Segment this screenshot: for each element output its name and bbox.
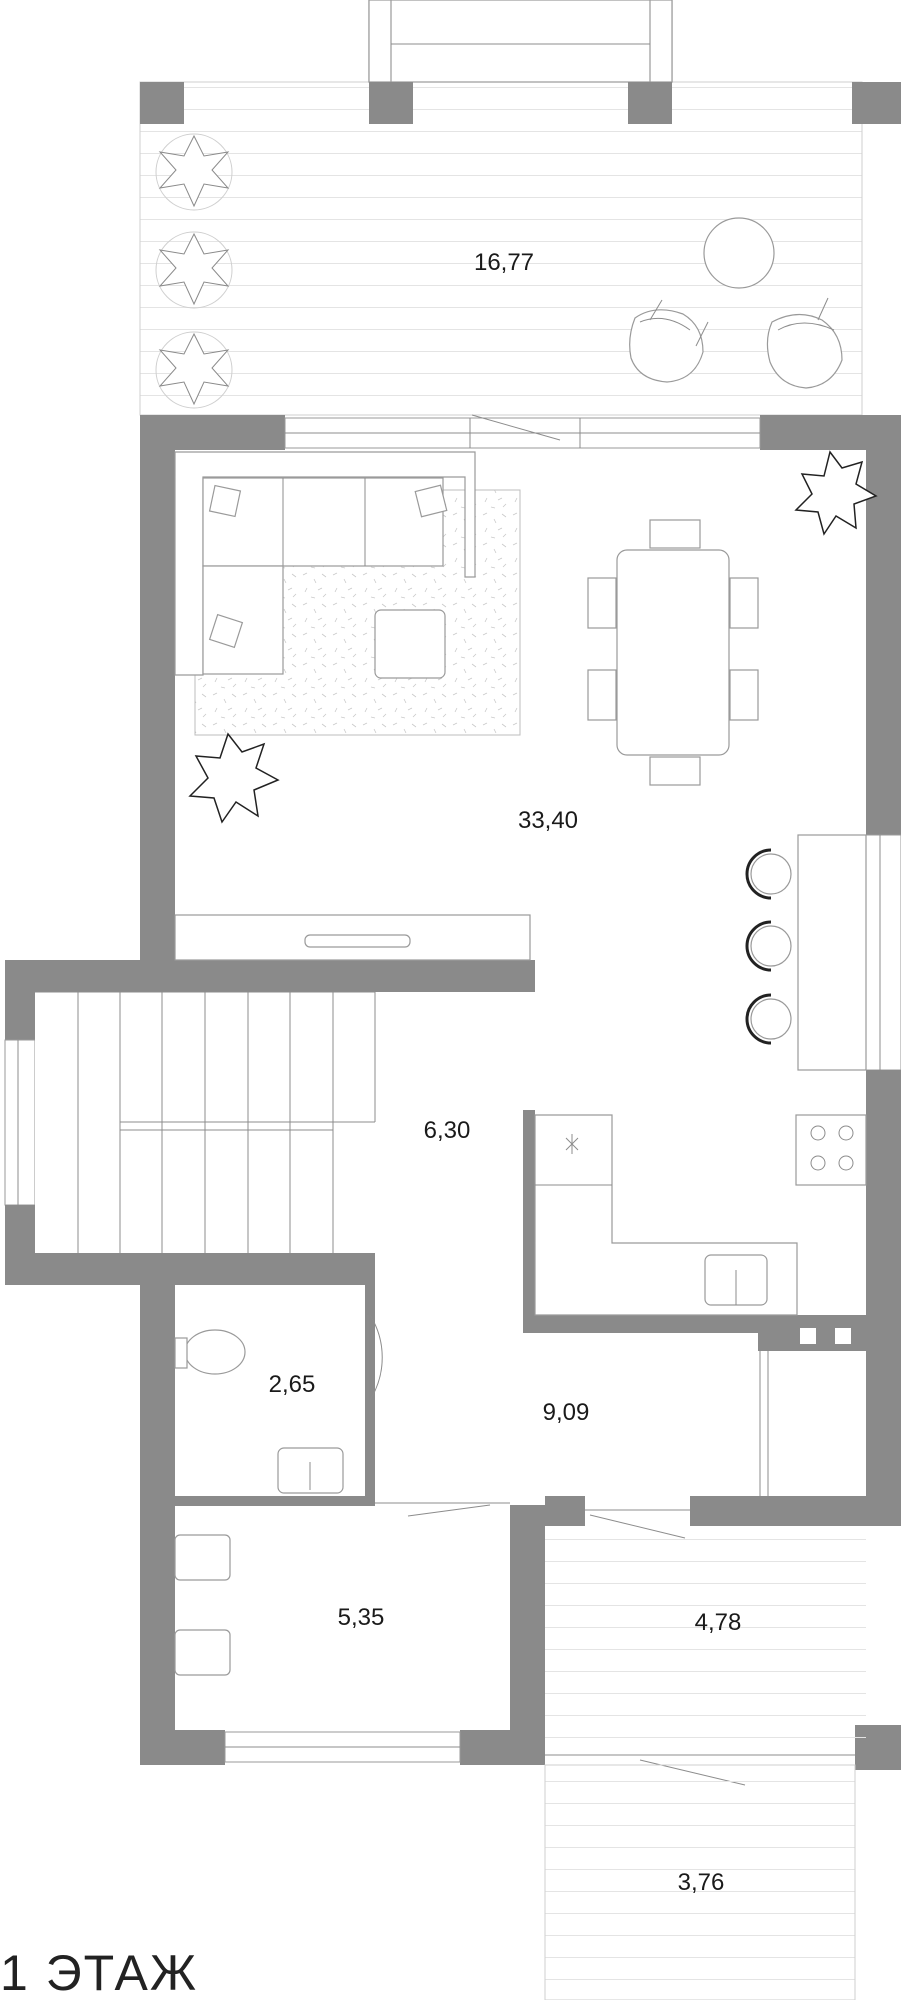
staircase bbox=[35, 991, 376, 1253]
armchair-icon bbox=[629, 299, 709, 383]
bathroom bbox=[174, 1314, 383, 1494]
area-porch: 4,78 bbox=[695, 1609, 742, 1636]
walls bbox=[4, 415, 901, 1770]
area-stair-hall: 6,30 bbox=[424, 1117, 471, 1144]
terrace-top bbox=[139, 0, 901, 416]
porch bbox=[544, 1526, 866, 2000]
plant-icon bbox=[155, 133, 233, 409]
room-bottom-left bbox=[174, 1534, 231, 1676]
area-room-bottom-left: 5,35 bbox=[338, 1604, 385, 1631]
area-deck-bottom: 3,76 bbox=[678, 1869, 725, 1896]
area-hall: 9,09 bbox=[543, 1399, 590, 1426]
armchair-icon bbox=[766, 297, 843, 389]
area-labels: 16,77 33,40 6,30 2,65 9,09 5,35 4,78 3,7… bbox=[269, 249, 742, 1896]
floor-title: 1 ЭТАЖ bbox=[0, 1945, 199, 2001]
living-room bbox=[174, 450, 878, 1316]
area-bathroom: 2,65 bbox=[269, 1371, 316, 1398]
plant-icon bbox=[188, 450, 878, 824]
area-living-kitchen: 33,40 bbox=[518, 807, 578, 834]
area-terrace-top: 16,77 bbox=[474, 249, 534, 276]
